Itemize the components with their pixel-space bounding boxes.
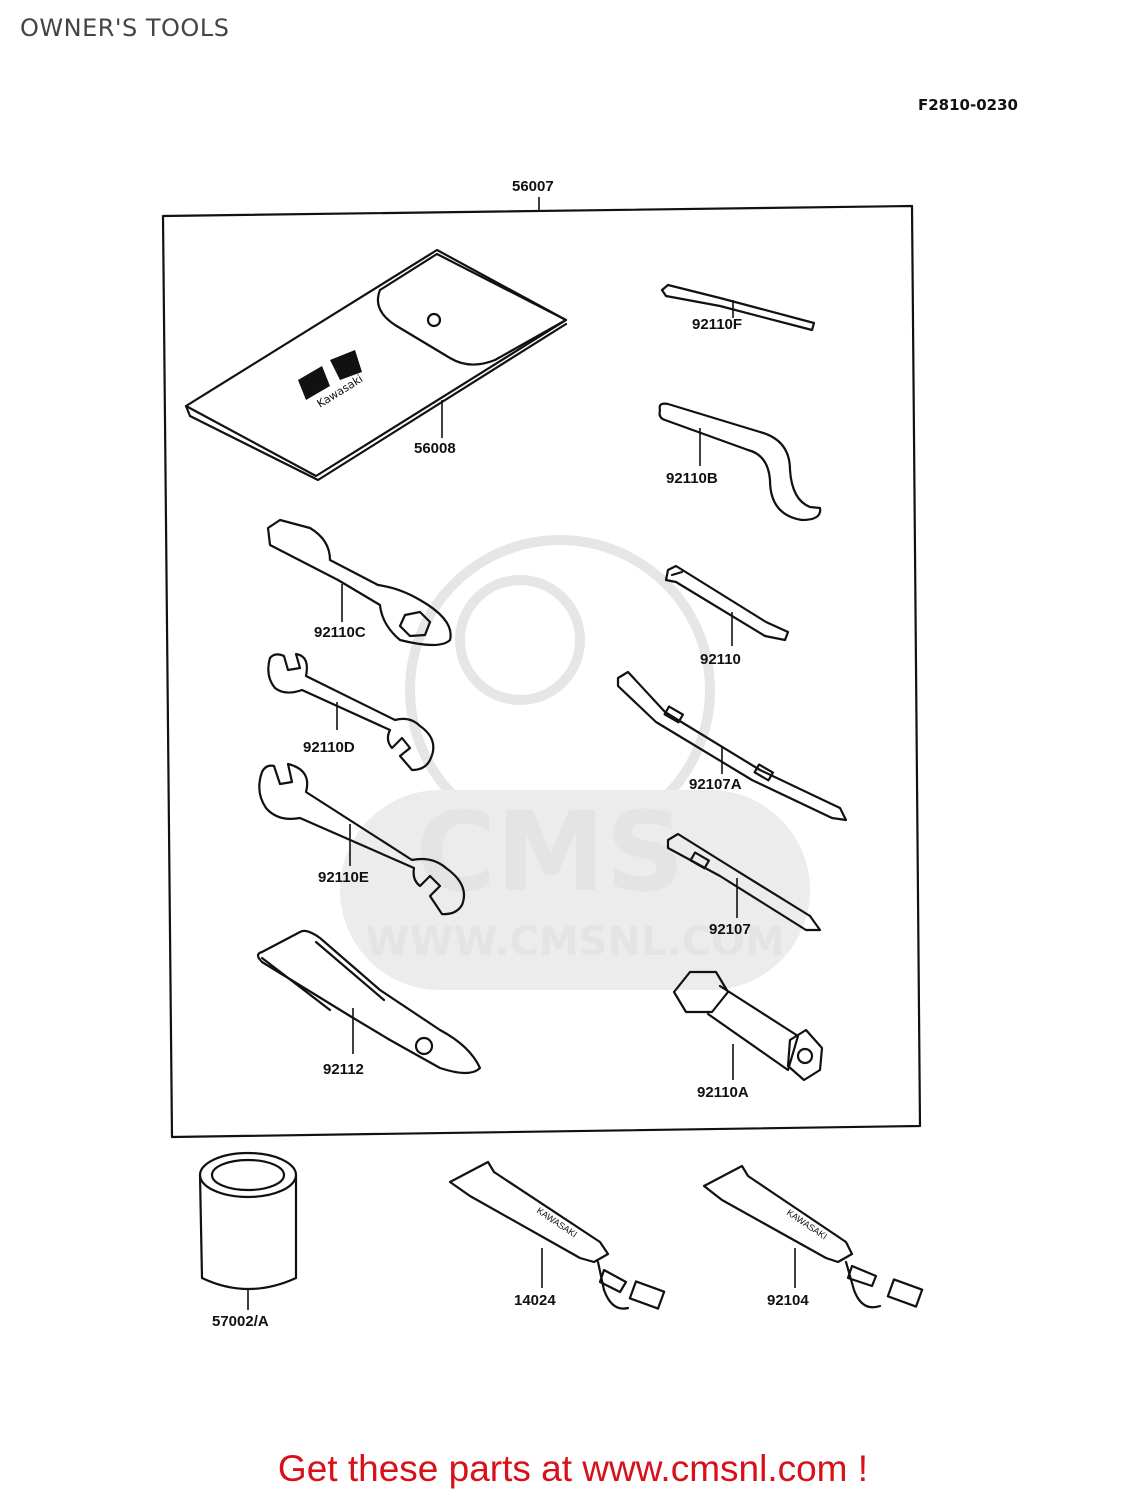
part-label-92110B: 92110B [666,470,718,487]
spanner-92110 [664,564,790,642]
screwdriver-92107A [616,670,848,822]
screwdriver-92107 [666,832,822,932]
open-end-wrench-92110D [267,652,435,772]
watermark-brand: CMS [415,788,684,916]
part-label-92107A: 92107A [689,776,742,793]
part-label-56007: 56007 [512,178,554,195]
part-label-92110: 92110 [700,651,741,668]
grease-tube-14024: KAWASAKI [448,1160,666,1310]
tool-kit-frame [161,204,922,1139]
part-label-92107: 92107 [709,921,751,938]
part-label-57002A: 57002/A [212,1313,269,1330]
hex-key-92110F [660,283,816,332]
part-label-92110A: 92110A [697,1084,749,1101]
part-label-14024: 14024 [514,1292,556,1309]
part-label-56008: 56008 [414,440,456,457]
watermark: CMS WWW.CMSNL.COM [340,535,810,990]
part-label-92104: 92104 [767,1292,809,1309]
kawasaki-logo-icon [298,366,330,400]
watermark-badge [340,790,810,990]
watermark-mascot-face [455,575,585,705]
figure-code: F2810-0230 [918,96,1018,114]
part-label-92110E: 92110E [318,869,369,886]
tool-pouch-56008: Kawasaki [184,248,568,482]
box-wrench-92110C [266,518,452,647]
part-label-92110F: 92110F [692,316,742,333]
svg-text:KAWASAKI: KAWASAKI [785,1207,829,1241]
pliers-92112 [256,929,482,1075]
hook-wrench-92110B [658,402,822,522]
socket-92110A [672,970,824,1082]
part-label-92112: 92112 [323,1061,364,1078]
watermark-url: WWW.CMSNL.COM [365,919,785,965]
part-label-92110C: 92110C [314,624,366,641]
part-label-92110D: 92110D [303,739,355,756]
open-end-wrench-92110E [258,762,466,916]
cms-parts-link[interactable]: Get these parts at www.cmsnl.com ! [277,1448,869,1489]
grease-can-57002A [198,1151,298,1291]
page-title: OWNER'S TOOLS [20,14,230,42]
grease-tube-92104: KAWASAKI [702,1164,924,1309]
